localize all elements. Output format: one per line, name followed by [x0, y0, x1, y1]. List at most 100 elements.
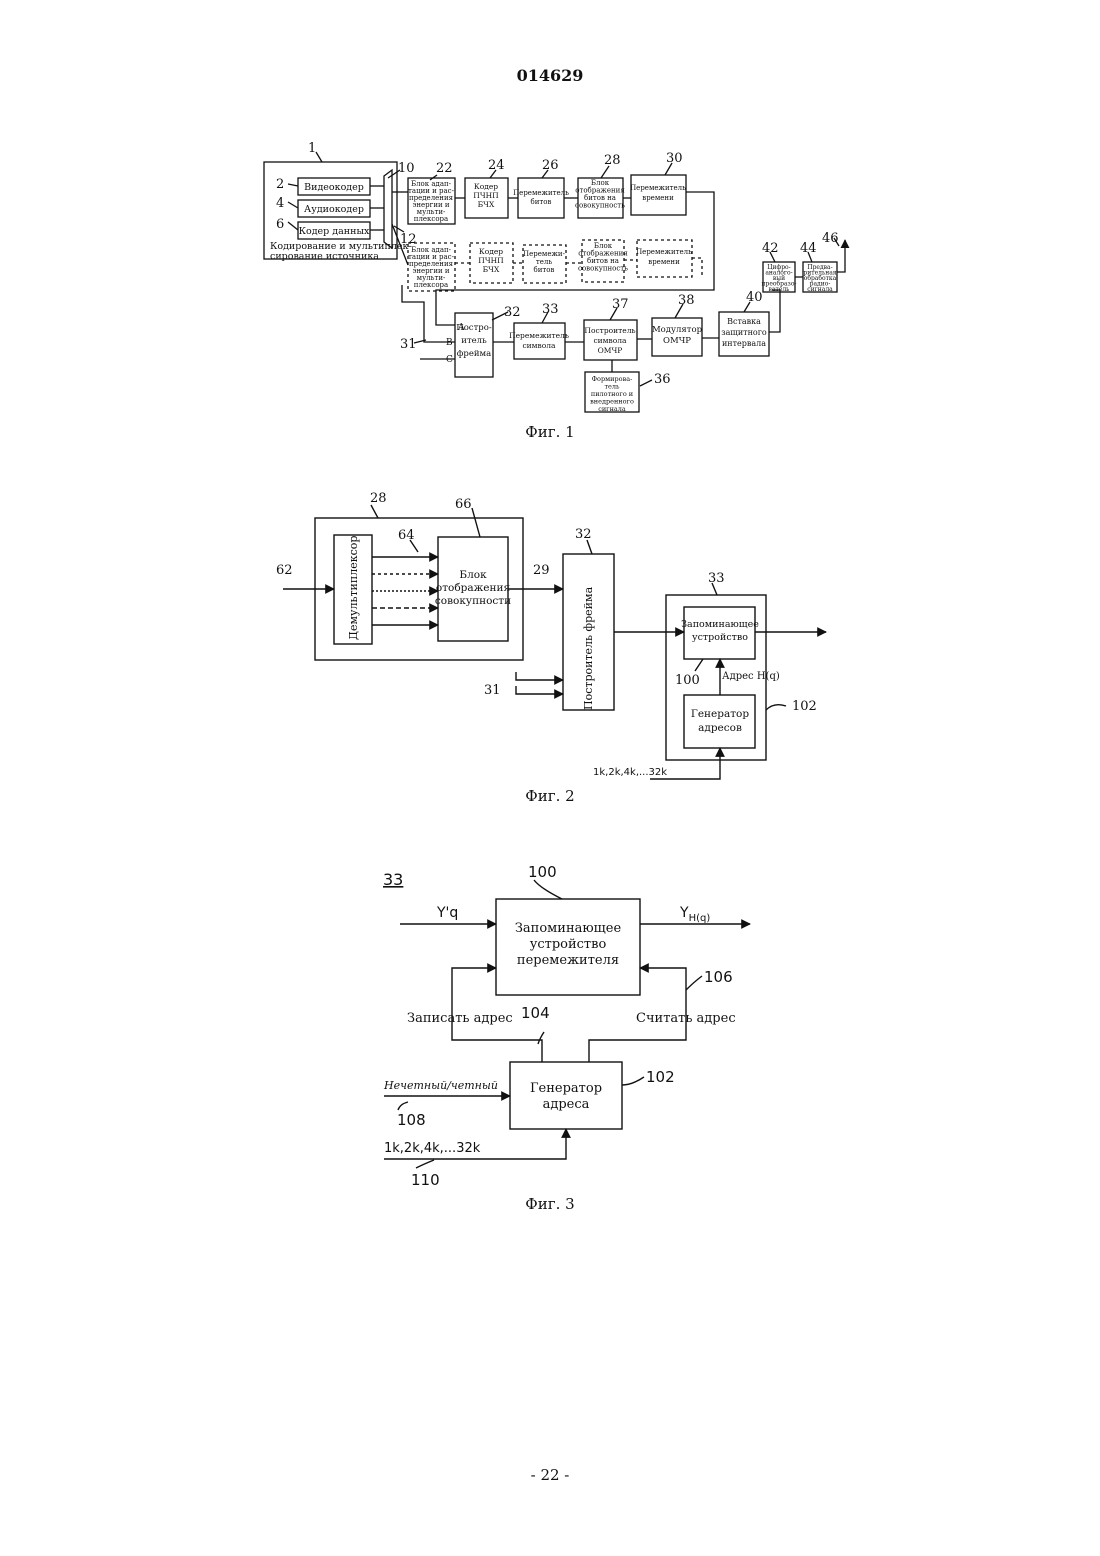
fig2-ref-28: 28 — [370, 491, 387, 506]
fig1-ref-26: 26 — [542, 158, 559, 173]
guard-text-line-0: Вставка — [727, 317, 761, 326]
fig1-ref-10: 10 — [398, 161, 415, 176]
ofdm-builder-text-line-2: ОМЧР — [598, 346, 623, 355]
read-address-label: Считать адрес — [636, 1011, 736, 1026]
fig1-ref-24: 24 — [488, 158, 505, 173]
fig3-ref-102: 102 — [646, 1068, 675, 1086]
fig1-ref-22: 22 — [436, 161, 453, 176]
fig1-caption: Фиг. 1 — [525, 423, 574, 441]
fig3-addrgen-text-line-1: адреса — [543, 1097, 590, 1112]
fig1-ref-44: 44 — [800, 241, 817, 256]
figure-2-labels: 28 62 64 66 29 32 31 33 100 102 Демульти… — [276, 491, 817, 805]
bit-interleaver-2-text-line-2: битов — [534, 266, 555, 274]
fig3-ref-108: 108 — [397, 1111, 426, 1129]
multiplexer-shape — [384, 170, 392, 248]
bit-interleaver-1-text-line-0: Перемежитель — [513, 189, 569, 197]
fig2-ref-102: 102 — [792, 699, 817, 714]
fig3-ref-104: 104 — [521, 1004, 550, 1022]
address-hq-label: Адрес H(q) — [722, 671, 780, 682]
guard-text-line-2: интервала — [722, 339, 766, 348]
port-c-label: C — [446, 355, 453, 365]
fig2-ref-31: 31 — [484, 683, 501, 698]
port-b-label: B — [446, 338, 453, 348]
mapper-2-text-line-3: совокупность — [578, 265, 628, 273]
fig2-ref-32: 32 — [575, 527, 592, 542]
fig2-ref-64: 64 — [398, 528, 415, 543]
ofdm-modulator-text-line-0: Модулятор — [652, 325, 703, 335]
fig3-output-label: YH(q) — [679, 905, 710, 924]
adapt-2-text-line-5: плексора — [414, 281, 448, 289]
figure-2-block-texts: БлокотображениясовокупностиЗапоминающееу… — [435, 569, 759, 734]
fig2-addrgen-text-line-0: Генератор — [691, 708, 749, 720]
fig2-ref-33: 33 — [708, 571, 725, 586]
fig3-input-label: Y'q — [436, 905, 458, 921]
fig2-mapper-text-line-0: Блок — [459, 569, 487, 581]
ldpc-1-text-line-0: Кодер — [474, 182, 498, 191]
ofdm-builder-text-line-0: Построитель — [584, 326, 635, 335]
ofdm-modulator-text-line-1: ОМЧР — [663, 336, 691, 346]
ofdm-builder-text-line-1: символа — [593, 336, 627, 345]
time-interleaver-2-text-line-0: Перемежитель — [636, 248, 692, 256]
fig1-ref-40: 40 — [746, 290, 763, 305]
fig1-ref-37: 37 — [612, 297, 629, 312]
fig1-ref-46: 46 — [822, 231, 839, 246]
fig2-memory-text-line-1: устройство — [692, 632, 748, 643]
ldpc-2-text-line-1: ПЧНП — [478, 256, 504, 265]
adapt-1-text-line-5: плексора — [414, 215, 448, 223]
symbol-interleaver-text-line-1: символа — [522, 341, 556, 350]
fig1-ref-38: 38 — [678, 293, 695, 308]
bit-interleaver-1-text-line-1: битов — [531, 198, 552, 206]
mapper-1-text-line-3: совокупность — [575, 202, 625, 210]
fig2-ref-29: 29 — [533, 563, 550, 578]
bit-interleaver-2-text-line-0: Перемежи- — [523, 250, 566, 258]
fig2-modes-label: 1k,2k,4k,...32k — [593, 767, 667, 778]
pilot-text-line-4: сигнала — [598, 405, 626, 413]
fig2-addrgen-text-line-1: адресов — [698, 722, 742, 734]
fig3-memory-text-line-1: устройство — [530, 937, 607, 952]
fig1-ref-6: 6 — [276, 217, 284, 232]
ldpc-2-text-line-0: Кодер — [479, 247, 503, 256]
odd-even-label: Нечетный/четный — [383, 1079, 498, 1092]
symbol-interleaver-text-line-0: Перемежитель — [509, 331, 569, 340]
source-coding-label-2: сирование источника — [270, 251, 379, 262]
fig2-caption: Фиг. 2 — [525, 787, 574, 805]
ldpc-1-text-line-2: БЧХ — [478, 200, 495, 209]
fig1-ref-32: 32 — [504, 305, 521, 320]
write-address-label: Записать адрес — [407, 1011, 513, 1026]
fig3-ref-106: 106 — [704, 968, 733, 986]
fig1-ref-31: 31 — [400, 337, 417, 352]
dac-text-line-4: ватель — [769, 286, 791, 293]
fig1-ref-28: 28 — [604, 153, 621, 168]
fig2-ref-100: 100 — [675, 673, 700, 688]
figure-3-labels: 33 100 Y'q YH(q) 106 Записать адрес Счит… — [383, 863, 736, 1213]
fig3-ref-100: 100 — [528, 863, 557, 881]
time-interleaver-2-text-line-1: времени — [648, 258, 680, 266]
demux-label: Демультиплексор — [347, 536, 360, 640]
fig3-caption: Фиг. 3 — [525, 1195, 574, 1213]
fig2-mapper-text-line-2: совокупности — [435, 595, 511, 607]
time-interleaver-1-text-line-0: Перемежитель — [630, 184, 686, 192]
guard-text-line-1: защитного — [721, 328, 767, 337]
frame-builder-label-fig2: Построитель фрейма — [582, 586, 595, 710]
frame-builder-text-line-1: итель — [461, 336, 487, 346]
fig1-ref-30: 30 — [666, 151, 683, 166]
fig3-modes-label: 1k,2k,4k,...32k — [384, 1141, 481, 1156]
frame-builder-text-line-0: Постро- — [456, 323, 492, 333]
fig1-ref-1: 1 — [308, 141, 316, 156]
fig1-ref-4: 4 — [276, 196, 284, 211]
figure-1-labels: 1 2 4 6 10 12 22 24 26 28 30 31 32 33 37… — [270, 141, 839, 441]
fig2-mapper-text-line-1: отображения — [436, 582, 511, 594]
ldpc-1-text-line-1: ПЧНП — [473, 191, 499, 200]
audio-coder-label: Аудиокодер — [304, 204, 364, 215]
fig3-memory-text-line-0: Запоминающее — [515, 921, 622, 936]
fig2-ref-62: 62 — [276, 563, 293, 578]
bit-interleaver-2-text-line-1: тель — [536, 258, 552, 266]
data-coder-label: Кодер данных — [299, 226, 370, 237]
fig2-ref-66: 66 — [455, 497, 472, 512]
fig3-block-ref: 33 — [383, 870, 403, 889]
fig3-addrgen-text-line-0: Генератор — [530, 1081, 602, 1096]
time-interleaver-1-text-line-1: времени — [642, 194, 674, 202]
fig1-ref-2: 2 — [276, 177, 284, 192]
fig1-ref-42: 42 — [762, 241, 779, 256]
